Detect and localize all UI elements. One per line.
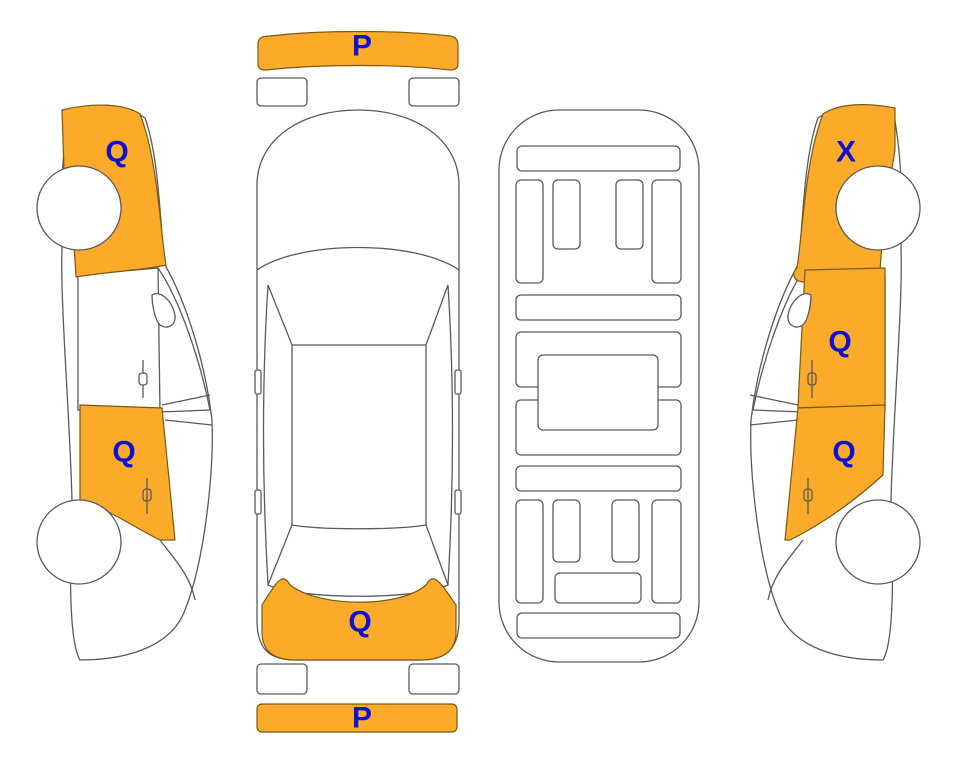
top-hood-line bbox=[256, 246, 460, 271]
right-front-wheel bbox=[835, 165, 921, 251]
under-front-right-block bbox=[615, 179, 644, 250]
top-view: P Q P bbox=[254, 30, 462, 735]
top-left-side-line bbox=[262, 284, 269, 586]
under-rear-right-rail bbox=[651, 499, 682, 604]
under-rear-right-block bbox=[611, 499, 640, 563]
top-right-side-line bbox=[447, 284, 454, 586]
front-bumper-damage bbox=[257, 30, 459, 71]
left-side-view: Q Q bbox=[36, 104, 213, 661]
front-bumper-code: P bbox=[352, 30, 372, 63]
right-mirror bbox=[787, 293, 812, 328]
rear-bumper-code: P bbox=[352, 702, 372, 735]
left-mirror bbox=[151, 293, 176, 328]
top-trunk-lid-damage bbox=[261, 578, 457, 661]
under-mid-front-bar bbox=[515, 294, 682, 321]
left-rear-wheel bbox=[36, 499, 122, 585]
right-door-handle-front bbox=[807, 360, 817, 398]
right-side-view: X Q Q bbox=[749, 104, 921, 661]
under-front-crossmember bbox=[516, 145, 681, 172]
under-mid-rear-bar bbox=[515, 465, 682, 492]
under-rear-center bbox=[554, 572, 642, 604]
left-rear-door-code: Q bbox=[112, 436, 135, 469]
top-left-mirror bbox=[254, 369, 262, 395]
front-right-light bbox=[408, 77, 460, 107]
left-belt-line bbox=[164, 419, 213, 426]
top-body-outline bbox=[256, 109, 460, 661]
right-front-fender-code: X bbox=[836, 136, 856, 169]
right-belt-line bbox=[749, 419, 799, 426]
left-mirror-line bbox=[161, 394, 211, 406]
left-window-frame bbox=[77, 267, 211, 413]
left-front-fender-code: Q bbox=[105, 136, 128, 169]
under-rear-crossmember bbox=[516, 612, 681, 639]
underside-view bbox=[498, 109, 700, 663]
top-windshield bbox=[267, 284, 449, 346]
under-front-left-rail bbox=[515, 179, 544, 284]
top-left-handle bbox=[254, 489, 262, 515]
rear-right-light bbox=[408, 663, 460, 695]
under-rear-left-rail bbox=[515, 499, 544, 604]
under-front-left-block bbox=[552, 179, 581, 250]
front-left-light bbox=[256, 77, 308, 107]
right-door-handle-rear bbox=[803, 478, 813, 514]
right-mirror-line bbox=[749, 394, 799, 406]
right-rear-door-code: Q bbox=[832, 436, 855, 469]
right-rear-door-damage bbox=[784, 404, 886, 541]
top-right-mirror bbox=[454, 369, 462, 395]
right-rear-wheel bbox=[835, 499, 921, 585]
left-b-pillar bbox=[157, 267, 161, 413]
left-front-wheel bbox=[36, 165, 122, 251]
right-rear-arch-line bbox=[767, 539, 804, 601]
under-center-tunnel bbox=[537, 354, 659, 431]
under-rear-left-block bbox=[552, 499, 581, 563]
left-door-handle-front bbox=[138, 360, 148, 398]
rear-left-light bbox=[256, 663, 308, 695]
right-front-door-code: Q bbox=[828, 326, 851, 359]
under-front-right-rail bbox=[651, 179, 682, 284]
left-rear-arch-line bbox=[159, 539, 196, 601]
top-right-handle bbox=[454, 489, 462, 515]
top-trunk-lid-code: Q bbox=[348, 606, 371, 639]
left-door-handle-rear bbox=[142, 478, 152, 514]
rear-bumper-damage bbox=[256, 703, 458, 733]
